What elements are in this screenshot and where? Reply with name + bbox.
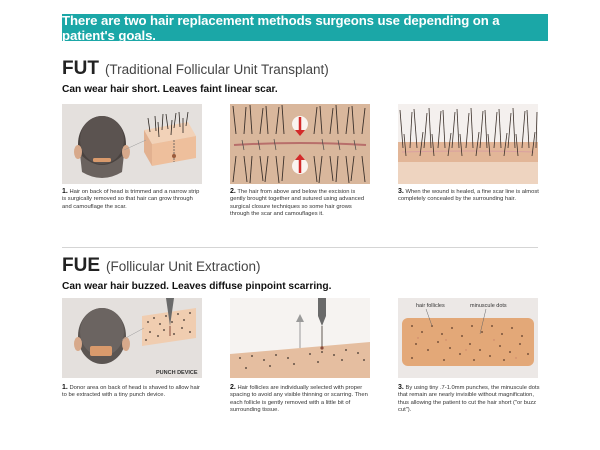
fut-step2-illustration — [230, 104, 370, 184]
fue-step3-caption: 3. By using tiny .7-1.0mm punches, the m… — [398, 384, 540, 415]
fut-full-name: (Traditional Follicular Unit Transplant) — [104, 62, 329, 77]
fut-abbr: FUT — [62, 58, 99, 79]
fut-step1-text: Hair on back of head is trimmed and a na… — [62, 189, 200, 210]
fut-heading: FUT (Traditional Follicular Unit Transpl… — [62, 58, 329, 80]
punch-device-label: PUNCH DEVICE — [156, 370, 198, 376]
fue-step2-illustration — [230, 298, 370, 378]
minuscule-dots-label: minuscule dots — [470, 303, 507, 309]
fue-abbr: FUE — [62, 255, 100, 276]
hair-follicles-label: hair follicles — [416, 303, 445, 309]
fut-tagline: Can wear hair short. Leaves faint linear… — [62, 84, 278, 95]
header-banner: There are two hair replacement methods s… — [62, 13, 548, 43]
fue-step3-illustration — [398, 298, 538, 378]
fue-step2-number: 2. — [230, 384, 236, 391]
fut-step2-text: The hair from above and below the excisi… — [230, 189, 365, 218]
fut-step1-caption: 1. Hair on back of head is trimmed and a… — [62, 188, 204, 211]
fue-step3-text: By using tiny .7-1.0mm punches, the minu… — [398, 385, 540, 414]
fut-step3-text: When the wound is healed, a fine scar li… — [398, 189, 539, 203]
fut-step2-caption: 2. The hair from above and below the exc… — [230, 188, 372, 219]
section-divider — [62, 247, 538, 248]
fue-step1-illustration — [62, 298, 202, 378]
fut-step3-number: 3. — [398, 188, 404, 195]
fue-step2-caption: 2. Hair follicles are individually selec… — [230, 384, 372, 415]
fue-full-name: (Follicular Unit Extraction) — [106, 259, 261, 274]
fut-step1-illustration — [62, 104, 202, 184]
fue-step1-caption: 1. Donor area on back of head is shaved … — [62, 384, 204, 400]
fut-step1-number: 1. — [62, 188, 68, 195]
fut-step3-caption: 3. When the wound is healed, a fine scar… — [398, 188, 540, 204]
fue-step1-text: Donor area on back of head is shaved to … — [62, 385, 200, 399]
fue-heading: FUE (Follicular Unit Extraction) — [62, 255, 261, 277]
fue-step3-number: 3. — [398, 384, 404, 391]
fue-tagline: Can wear hair buzzed. Leaves diffuse pin… — [62, 281, 332, 292]
fue-step2-text: Hair follicles are individually selected… — [230, 385, 368, 414]
fue-step1-number: 1. — [62, 384, 68, 391]
fut-step2-number: 2. — [230, 188, 236, 195]
fut-step3-illustration — [398, 104, 538, 184]
